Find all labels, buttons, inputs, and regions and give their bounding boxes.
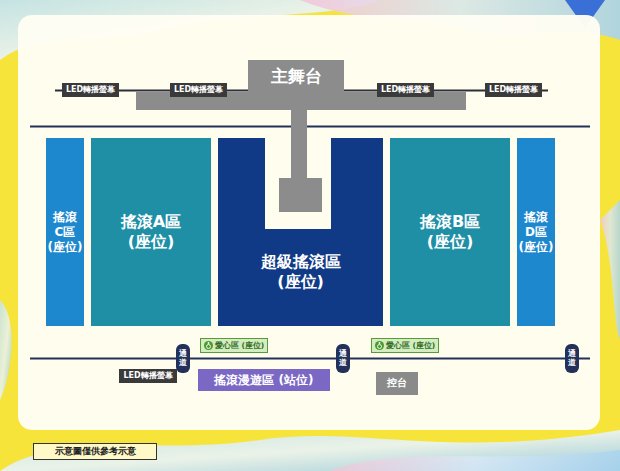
node-label: 控台 [387,377,407,390]
node-label: 通道 [179,350,187,368]
stage-thrust [279,178,322,212]
seat-section: 搖滾B區 (座位) [390,138,510,326]
node-label: 示意圖僅供參考示意 [55,446,136,457]
accessible-icon [375,341,384,350]
node-label: 搖滾 D區 (座位) [517,210,555,255]
seat-section: 搖滾A區 (座位) [91,138,211,326]
node-label: 主舞台 [271,66,322,87]
node-label: 超級搖滾區 (座位) [251,252,351,292]
node-label: 愛心區 (座位) [215,341,264,350]
node-label: 搖滾B區 (座位) [407,212,493,252]
led-screen: LED轉播螢幕 [170,83,227,97]
node-label: 搖滾漫遊區 (站位) [214,373,313,388]
accessible-area: 愛心區 (座位) [371,338,439,353]
aisle-badge: 通道 [565,344,579,373]
seat-section: 搖滾 D區 (座位) [517,138,555,326]
stage-runway [291,110,307,180]
node-label: 通道 [568,350,576,368]
aisle-badge: 通道 [176,344,190,373]
aisle-badge: 通道 [336,344,350,373]
led-screen: LED轉播螢幕 [485,83,542,97]
main-stage: 主舞台 [248,60,344,93]
node-label: 愛心區 (座位) [386,341,435,350]
accessible-icon [204,341,213,350]
node-label: LED轉播螢幕 [381,85,430,95]
led-screen: LED轉播螢幕 [62,83,119,97]
node-label: 搖滾A區 (座位) [108,212,194,252]
led-screen: LED轉播螢幕 [119,369,176,383]
node-label: LED轉播螢幕 [489,85,538,95]
super-section: 超級搖滾區 (座位) [218,138,383,326]
accessible-area: 愛心區 (座位) [200,338,268,353]
node-label: LED轉播螢幕 [174,85,223,95]
disclaimer-note: 示意圖僅供參考示意 [33,443,157,460]
node-label: 搖滾 C區 (座位) [46,210,84,255]
section-outline [218,138,383,326]
control-booth: 控台 [376,372,418,395]
standing-area: 搖滾漫遊區 (站位) [198,369,330,391]
seat-section: 搖滾 C區 (座位) [46,138,84,326]
node-label: LED轉播螢幕 [66,85,115,95]
node-label: LED轉播螢幕 [123,371,172,381]
node-label: 通道 [339,350,347,368]
led-screen: LED轉播螢幕 [377,83,434,97]
